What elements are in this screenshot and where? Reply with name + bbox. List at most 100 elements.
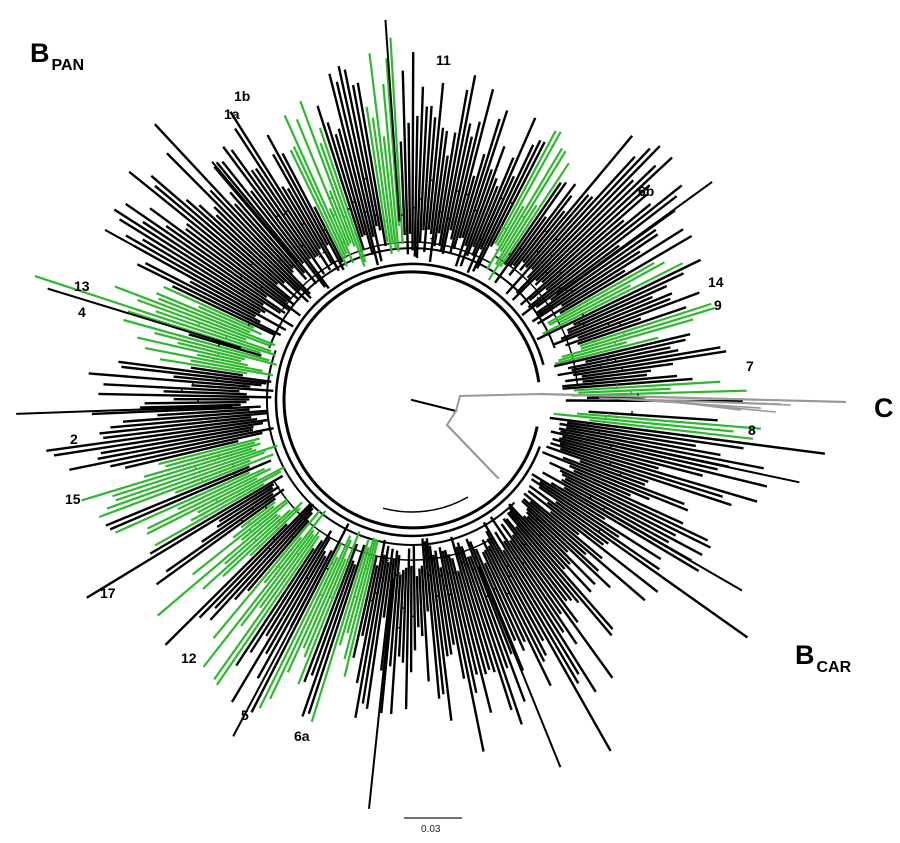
leaf-connector xyxy=(275,214,280,218)
leaf-branch xyxy=(418,106,429,242)
leaf-connector xyxy=(248,528,252,533)
leaf-branch xyxy=(146,477,258,535)
leaf-branch xyxy=(415,576,420,628)
leaf-branch xyxy=(531,473,606,521)
leaf-branch xyxy=(487,545,548,657)
leaf-branch xyxy=(202,510,327,668)
leaf-branch xyxy=(502,518,568,602)
leaf-branch xyxy=(481,539,546,663)
leaf-branch xyxy=(361,565,379,637)
leaf-branch xyxy=(154,331,278,366)
leaf-connector xyxy=(581,313,585,317)
leaf-connector xyxy=(447,572,451,575)
leaf-branch xyxy=(136,336,242,363)
leaf-branch xyxy=(536,233,659,317)
leaf-branch xyxy=(428,545,453,721)
leaf-branch xyxy=(302,539,352,649)
leaf-connector xyxy=(217,352,220,357)
leaf-branch xyxy=(421,538,430,612)
leaf-branch xyxy=(190,366,243,377)
leaf-branch xyxy=(521,195,678,317)
leaf-branch xyxy=(526,515,596,586)
leaf-branch xyxy=(235,547,315,667)
leaf-branch xyxy=(535,164,657,282)
leaf-branch xyxy=(154,184,292,301)
leaf-branch xyxy=(439,567,455,645)
clade-label-1b: 1b xyxy=(234,88,251,104)
leaf-connector xyxy=(464,563,468,566)
leaf-connector xyxy=(589,495,593,499)
leaf-branch xyxy=(122,409,267,423)
leaf-branch xyxy=(163,285,255,330)
leaf-branch xyxy=(234,203,295,270)
leaf-branch xyxy=(588,410,718,422)
leaf-branch xyxy=(212,509,321,639)
leaf-branch xyxy=(429,127,445,235)
leaf-branch xyxy=(567,295,653,335)
leaf-connector xyxy=(519,247,523,251)
leaf-connector xyxy=(536,296,540,300)
leaf-branch xyxy=(458,153,486,239)
group-label-b-car-main: B xyxy=(795,640,815,670)
leaf-connector xyxy=(241,288,245,292)
leaf-branch xyxy=(466,556,509,669)
leaf-connector xyxy=(272,537,276,541)
long-leaf-branch xyxy=(104,228,256,315)
leaf-branch xyxy=(256,555,327,679)
leaf-branch xyxy=(441,550,485,752)
leaf-branch xyxy=(190,470,282,522)
leaf-branch xyxy=(559,447,732,507)
leaf-branch xyxy=(535,244,620,309)
leaf-connector xyxy=(365,567,369,570)
leaf-branch xyxy=(240,501,276,529)
leaf-branch xyxy=(216,485,280,529)
leaf-connector xyxy=(589,468,592,472)
leaf-connector xyxy=(473,557,477,560)
leaf-branch xyxy=(144,261,261,324)
leaf-branch xyxy=(382,83,400,252)
outgroup-branch-lower xyxy=(445,423,500,480)
leaf-branch xyxy=(511,179,635,301)
leaf-branch xyxy=(191,498,288,576)
leaf-branch xyxy=(368,53,394,245)
leaf-branch xyxy=(125,234,261,314)
group-label-b-car-sub: CAR xyxy=(816,659,852,676)
leaf-branch xyxy=(326,122,364,238)
leaf-branch xyxy=(196,353,248,367)
leaf-branch xyxy=(215,535,320,686)
leaf-branch xyxy=(527,184,683,309)
leaf-connector xyxy=(239,275,243,279)
leaf-branch xyxy=(281,152,345,271)
leaf-branch xyxy=(265,530,333,637)
leaf-branch xyxy=(443,549,478,694)
leaf-branch xyxy=(346,537,375,634)
leaf-branch xyxy=(561,435,768,488)
leaf-connector xyxy=(474,209,478,212)
leaf-connector xyxy=(578,321,581,326)
leaf-branch xyxy=(461,118,501,239)
leaf-branch xyxy=(158,437,260,466)
outgroup-branch xyxy=(458,392,542,398)
leaf-branch xyxy=(229,111,332,271)
leaf-branch xyxy=(177,467,266,511)
leaf-branch xyxy=(468,541,525,671)
leaf-connector xyxy=(465,193,470,196)
leaf-branch xyxy=(297,531,361,685)
leaf-branch xyxy=(542,262,684,335)
leaf-connector xyxy=(619,472,622,476)
leaf-connector xyxy=(341,241,345,244)
leaf-connector xyxy=(570,288,574,292)
leaf-branch xyxy=(137,298,247,341)
leaf-branch xyxy=(475,139,542,269)
leaf-branch xyxy=(250,169,326,275)
leaf-branch xyxy=(157,408,250,417)
leaf-branch xyxy=(522,515,571,565)
leaf-branch xyxy=(177,341,246,361)
leaf-connector xyxy=(509,201,514,205)
long-leaf-branch xyxy=(478,565,562,768)
leaf-connector xyxy=(290,263,294,267)
leaf-branch xyxy=(118,218,294,328)
leaf-branch xyxy=(449,88,495,253)
leaf-branch xyxy=(506,512,613,637)
leaf-branch xyxy=(215,161,318,285)
